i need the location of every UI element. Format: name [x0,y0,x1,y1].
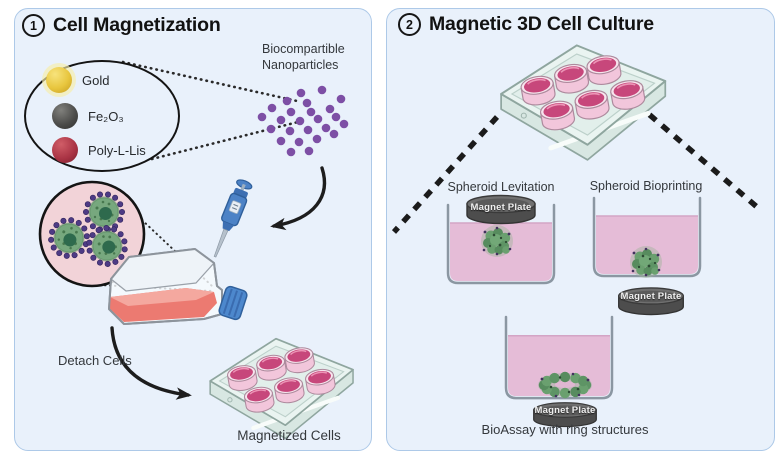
magnet-plate-label-levitation: Magnet Plate [470,202,532,213]
magnet-plate-label-bioprinting: Magnet Plate [620,291,682,302]
panel2-title: Magnetic 3D Cell Culture [429,13,654,35]
magnet-plate-label-bioassay: Magnet Plate [534,405,596,416]
legend-label-gold: Gold [82,72,110,88]
nanoparticles-label: Biocompartible Nanoparticles [262,42,345,72]
nanoparticle-legend-ellipse: Gold Fe₂O₃ Poly-L-Lis [24,60,180,172]
panel1-title: Cell Magnetization [53,14,221,36]
spheroid-bioprinting-label: Spheroid Bioprinting [589,179,703,193]
detach-cells-label: Detach Cells [58,353,132,368]
bioassay-label: BioAssay with ring structures [481,422,649,437]
legend-item-poly-l-lis: Poly-L-Lis [52,137,146,163]
legend-item-fe2o3: Fe₂O₃ [52,103,124,129]
legend-label-fe2o3: Fe₂O₃ [88,108,124,124]
poly-l-lis-sphere-icon [52,137,78,163]
step-number-1: 1 [22,14,45,37]
legend-label-poly-l-lis: Poly-L-Lis [88,142,146,158]
spheroid-levitation-label: Spheroid Levitation [447,180,555,194]
legend-item-gold: Gold [46,67,109,93]
step-number-2: 2 [398,13,421,36]
magnetized-cells-label: Magnetized Cells [237,428,341,443]
fe2o3-sphere-icon [52,103,78,129]
panel-magnetic-3d-culture [386,8,775,451]
gold-sphere-icon [46,67,72,93]
panel1-header: 1 Cell Magnetization [22,14,221,37]
panel2-header: 2 Magnetic 3D Cell Culture [398,13,654,36]
